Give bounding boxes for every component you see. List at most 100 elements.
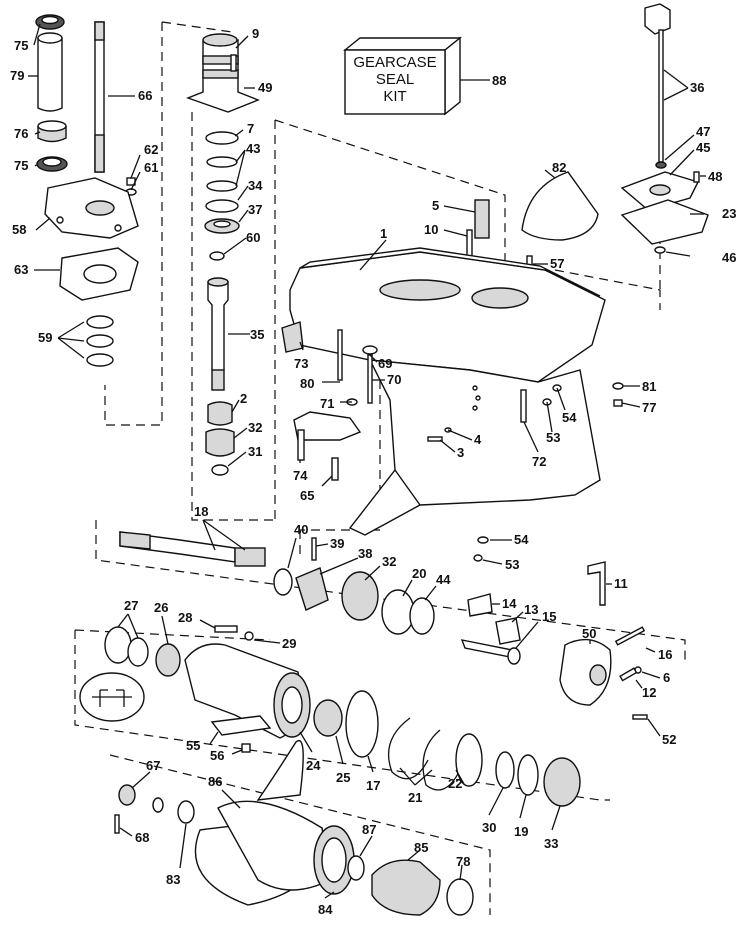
- callout-36: 36: [690, 80, 704, 95]
- o-ring-59-1: [86, 315, 114, 329]
- callout-7: 7: [247, 121, 254, 136]
- o-ring-7: [205, 131, 239, 145]
- callout-45: 45: [696, 140, 710, 155]
- callout-60: 60: [246, 230, 260, 245]
- seal-27b: [127, 637, 149, 667]
- retaining-ring-21a: [388, 717, 429, 780]
- callout-53-bottom: 53: [505, 557, 519, 572]
- callout-75-lower: 75: [14, 158, 28, 173]
- callout-54-top: 54: [562, 410, 577, 425]
- screw-77: [613, 399, 623, 407]
- callout-66: 66: [138, 88, 152, 103]
- screw-28: [214, 625, 238, 633]
- prop-nut-housing-85: [371, 859, 441, 916]
- callout-57: 57: [550, 256, 564, 271]
- callout-59: 59: [38, 330, 52, 345]
- kit-text-line-1: GEARCASE: [353, 54, 436, 71]
- callout-33: 33: [544, 836, 558, 851]
- callout-74: 74: [293, 468, 308, 483]
- callout-5: 5: [432, 198, 439, 213]
- nut-31: [211, 464, 229, 476]
- anode-5: [474, 199, 490, 239]
- callout-28: 28: [178, 610, 192, 625]
- prop-nut-78: [446, 878, 474, 916]
- shim-44: [409, 597, 435, 635]
- callout-48: 48: [708, 169, 722, 184]
- seal-27a: [104, 626, 132, 664]
- callout-27: 27: [124, 598, 138, 613]
- callout-3: 3: [457, 445, 464, 460]
- callout-78: 78: [456, 854, 470, 869]
- callout-69: 69: [378, 356, 392, 371]
- callout-25: 25: [336, 770, 350, 785]
- callout-73: 73: [294, 356, 308, 371]
- callout-16: 16: [658, 647, 672, 662]
- callout-30: 30: [482, 820, 496, 835]
- spring-12: [619, 667, 638, 682]
- lever-11: [587, 561, 606, 606]
- callout-53-top: 53: [546, 430, 560, 445]
- callout-72: 72: [532, 454, 546, 469]
- seal-47: [655, 161, 667, 169]
- pin-39: [311, 537, 317, 561]
- callout-47: 47: [696, 124, 710, 139]
- washer-22: [455, 733, 483, 787]
- thrust-hub-67: [118, 784, 136, 806]
- washer-46: [654, 246, 666, 254]
- callout-65: 65: [300, 488, 314, 503]
- cap-82: [521, 171, 599, 241]
- callout-4: 4: [474, 432, 482, 447]
- callout-49: 49: [258, 80, 272, 95]
- propeller-86: [194, 739, 355, 906]
- callout-62: 62: [144, 142, 158, 157]
- washer-29: [244, 631, 254, 641]
- shift-cradle-14: [467, 593, 493, 617]
- clutch-dog-38: [295, 567, 329, 611]
- callout-61: 61: [144, 160, 158, 175]
- callout-80: 80: [300, 376, 314, 391]
- part-number-callouts: 75 79 66 76 75 62 61 58 63 59 9 49 7 43 …: [10, 26, 736, 917]
- pin-16: [614, 626, 646, 646]
- callout-67: 67: [146, 758, 160, 773]
- bevel-gear-33: [543, 757, 581, 807]
- callout-40: 40: [294, 522, 308, 537]
- washer-60: [209, 251, 225, 261]
- o-ring-59-3: [86, 353, 114, 367]
- screw-65: [331, 457, 339, 481]
- screw-9: [230, 54, 237, 72]
- washer-19: [517, 754, 539, 796]
- bearing-26: [155, 643, 181, 677]
- o-ring-59-2: [86, 334, 114, 348]
- callout-63: 63: [14, 262, 28, 277]
- spring-40: [273, 568, 293, 596]
- plate-55: [210, 715, 272, 736]
- callout-15: 15: [542, 609, 556, 624]
- callout-13: 13: [524, 602, 538, 617]
- callout-86: 86: [208, 774, 222, 789]
- callout-46: 46: [722, 250, 736, 265]
- nut-53-bottom: [473, 554, 483, 562]
- propeller-shaft-18: [119, 531, 435, 635]
- callout-12: 12: [642, 685, 656, 700]
- pinion-shaft-group: [186, 33, 260, 476]
- pinion-gear-32-top: [205, 428, 235, 457]
- callout-79: 79: [10, 68, 24, 83]
- pin-68: [114, 814, 120, 834]
- callout-71: 71: [320, 396, 334, 411]
- callout-56: 56: [210, 748, 224, 763]
- callout-76: 76: [14, 126, 28, 141]
- gear-32-bottom: [341, 571, 379, 621]
- kit-text-line-2: SEAL: [376, 71, 414, 88]
- callout-1: 1: [380, 226, 387, 241]
- shift-lever-top: [644, 3, 671, 35]
- callout-52: 52: [662, 732, 676, 747]
- callout-75-top: 75: [14, 38, 28, 53]
- callout-43: 43: [246, 141, 260, 156]
- callout-84: 84: [318, 902, 333, 917]
- callout-85: 85: [414, 840, 428, 855]
- gearcase-seal-kit: GEARCASE SEAL KIT: [343, 36, 462, 116]
- pinion-shaft-35: [207, 281, 229, 374]
- washer-69: [362, 345, 378, 355]
- screw-48: [693, 171, 700, 183]
